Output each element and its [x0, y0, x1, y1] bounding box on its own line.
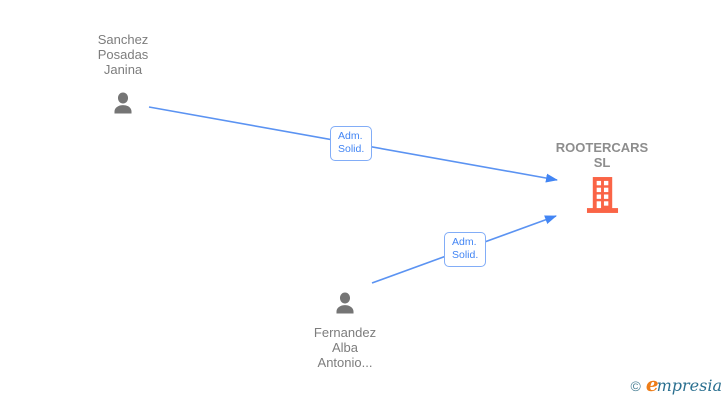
- brand-rest: mpresia: [656, 376, 722, 395]
- person-name-label: Fernandez Alba Antonio...: [313, 325, 377, 370]
- brand-wordmark: empresia: [646, 372, 722, 396]
- person-icon: [114, 92, 132, 114]
- company-building-icon: [586, 177, 618, 213]
- empresia-logo[interactable]: © empresia: [631, 372, 722, 396]
- edge-label-adm-solid-2: Adm. Solid.: [444, 232, 487, 267]
- node-person-fernandez[interactable]: Fernandez Alba Antonio...: [285, 288, 405, 370]
- company-name-label: ROOTERCARS SL: [555, 140, 649, 170]
- copyright-icon: ©: [630, 378, 641, 394]
- edge-label-adm-solid-1: Adm. Solid.: [330, 126, 373, 161]
- node-person-sanchez[interactable]: Sanchez Posadas Janina: [63, 32, 183, 118]
- person-icon: [336, 292, 354, 314]
- person-name-label: Sanchez Posadas Janina: [97, 32, 149, 77]
- node-company-rootercars[interactable]: ROOTERCARS SL: [542, 140, 662, 213]
- brand-initial: e: [645, 372, 659, 396]
